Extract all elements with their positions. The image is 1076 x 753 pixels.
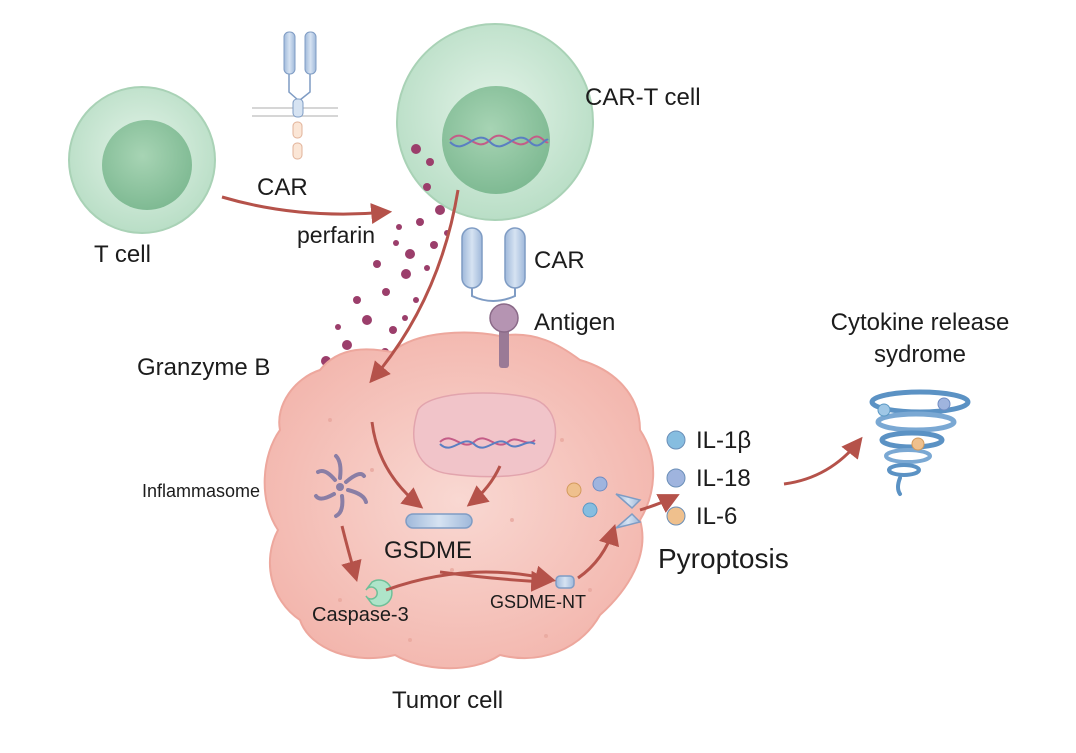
cytokine-label: IL-1β — [696, 427, 751, 454]
cytokine-dot — [666, 430, 686, 450]
label-inflammasome: Inflammasome — [142, 481, 260, 501]
label-gsdme: GSDME — [384, 537, 472, 564]
arrow-nucleus-to-gsdme — [466, 465, 502, 507]
tumor-nucleus — [413, 392, 557, 478]
arrow-granzyme-to-gsdme — [370, 421, 424, 509]
dna-strand-car-t — [449, 134, 549, 146]
label-pyroptosis: Pyroptosis — [658, 543, 789, 574]
label-perfarin: perfarin — [297, 222, 375, 248]
car-receptor-membrane — [461, 227, 526, 302]
label-tumor-cell: Tumor cell — [392, 687, 503, 714]
pathway-arrows — [340, 189, 863, 592]
arrow-perforin-into-tumor — [369, 189, 460, 384]
cytokine-label: IL-18 — [696, 465, 751, 492]
tornado-icon — [869, 389, 971, 496]
gsdme-protein — [405, 513, 473, 529]
label-car-top: CAR — [257, 174, 308, 201]
label-t-cell: T cell — [94, 241, 151, 268]
gsdme-nt-fragment — [555, 575, 575, 589]
arrow-inflammasome-to-caspase — [340, 525, 362, 583]
gsdme-pore — [615, 493, 642, 529]
label-crs-line2: sydrome — [874, 341, 966, 368]
arrow-gsdme-to-gsdme-nt — [439, 570, 553, 592]
arrow-gsdme-nt-to-pore — [577, 523, 620, 580]
cytokine-label: IL-6 — [696, 503, 737, 530]
label-antigen: Antigen — [534, 309, 615, 336]
cytokine-dot — [666, 506, 686, 526]
perforin-granules — [321, 144, 450, 369]
car-receptor-small — [252, 31, 338, 160]
cytokine-legend-dots — [666, 430, 686, 526]
label-car-membrane: CAR — [534, 247, 585, 274]
label-granzyme-b: Granzyme B — [137, 354, 270, 381]
caspase3-enzyme — [365, 579, 393, 607]
label-caspase3: Caspase-3 — [312, 604, 409, 626]
tumor-texture — [328, 418, 592, 642]
arrow-cytokines-to-crs — [783, 436, 863, 486]
label-car-t-cell: CAR-T cell — [585, 84, 701, 111]
inflammasome-complex — [314, 454, 368, 518]
arrow-t-to-car-t — [221, 195, 393, 224]
arrow-pore-to-cytokines — [639, 494, 680, 513]
cytokine-dot — [666, 468, 686, 488]
cytokine-particles — [566, 476, 608, 518]
t-cell — [68, 86, 216, 234]
car-t-cell — [396, 23, 594, 221]
label-crs-line1: Cytokine release — [831, 309, 1010, 336]
label-gsdme-nt: GSDME-NT — [490, 592, 586, 612]
antigen — [489, 303, 519, 368]
